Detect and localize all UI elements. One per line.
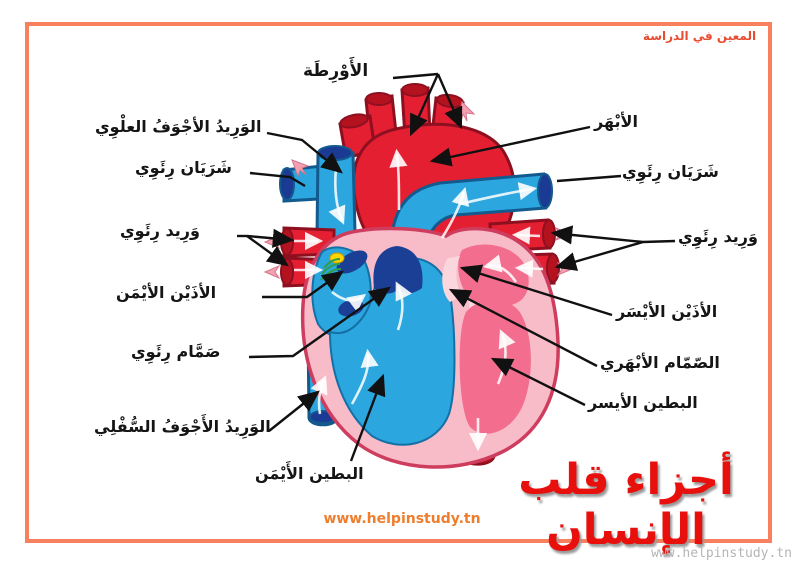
blood-flow-arrows <box>294 148 544 452</box>
label-left-ventricle: البطين الأيسر <box>588 393 698 412</box>
label-inferior-vena-cava: الوَرِيدُ الأَجْوَفُ السُّفْلِي <box>94 417 271 436</box>
label-superior-vena-cava: الوَرِيدُ الأجْوَفُ العلْوِي <box>95 117 262 136</box>
label-pulmonary-vein-right: وَرِيد رِئَوِي <box>678 227 758 246</box>
heart-body <box>300 226 560 469</box>
website-link[interactable]: www.helpinstudy.tn <box>323 511 481 527</box>
label-pulmonary-vein-left: وَرِيد رِئَوِي <box>120 221 200 240</box>
label-pulmonary-valve: صَمَّام رِئَوِي <box>131 342 221 361</box>
label-right-atrium: الأذَيْن الأيْمَن <box>116 283 217 302</box>
label-left-atrium: الأذَيْن الأيْسَر <box>616 302 718 321</box>
brand-text: المعين في الدراسة <box>642 29 757 43</box>
label-aorta-top: الأَوْرِطَة <box>303 61 369 81</box>
label-pulmonary-artery-right: شَرَيَان رِئَوِي <box>622 162 719 181</box>
watermark-url: www.helpinstudy.tn <box>651 546 792 561</box>
label-aorta-right: الأبْهَر <box>594 112 638 131</box>
label-right-ventricle: البطين الأَيْمَن <box>255 464 364 483</box>
page-border-frame <box>25 22 772 543</box>
label-pulmonary-artery-left: شَرَيَان رِئَوِي <box>135 158 232 177</box>
poster-title: أجزاء قلب الإنسان <box>518 455 734 555</box>
label-aortic-valve: الصّمّام الأبْهَري <box>600 353 720 372</box>
callout-lines <box>237 72 676 462</box>
